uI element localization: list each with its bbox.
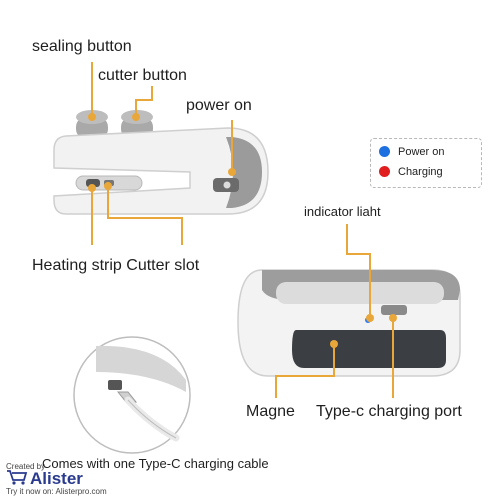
cable-photo bbox=[73, 336, 191, 454]
blue-dot-icon bbox=[379, 146, 390, 157]
red-dot-icon bbox=[379, 166, 390, 177]
label-power-on: power on bbox=[186, 97, 252, 114]
watermark-try-text: Try it now on: Alisterpro.com bbox=[6, 487, 107, 496]
label-type-c-port: Type-c charging port bbox=[316, 403, 462, 420]
label-heating-strip-cutter-slot: Heating strip Cutter slot bbox=[32, 257, 200, 274]
label-cutter-button: cutter button bbox=[98, 67, 187, 84]
label-magne: Magne bbox=[246, 403, 295, 420]
indicator-legend: Power on Charging bbox=[370, 138, 482, 188]
legend-item-charging: Charging bbox=[379, 166, 443, 178]
label-sealing-button: sealing button bbox=[32, 38, 132, 55]
leader-lines bbox=[88, 62, 397, 398]
label-indicator-light: indicator liaht bbox=[304, 204, 381, 219]
sealer-device-bottom bbox=[237, 269, 461, 377]
watermark-brand: Alister bbox=[30, 469, 83, 488]
label-cable-caption: Comes with one Type-C charging cable bbox=[42, 456, 269, 471]
sealer-device-top bbox=[53, 110, 269, 215]
cart-icon bbox=[7, 470, 28, 485]
watermark-created-by: Created by bbox=[6, 462, 46, 471]
legend-item-power-on: Power on bbox=[379, 146, 444, 158]
